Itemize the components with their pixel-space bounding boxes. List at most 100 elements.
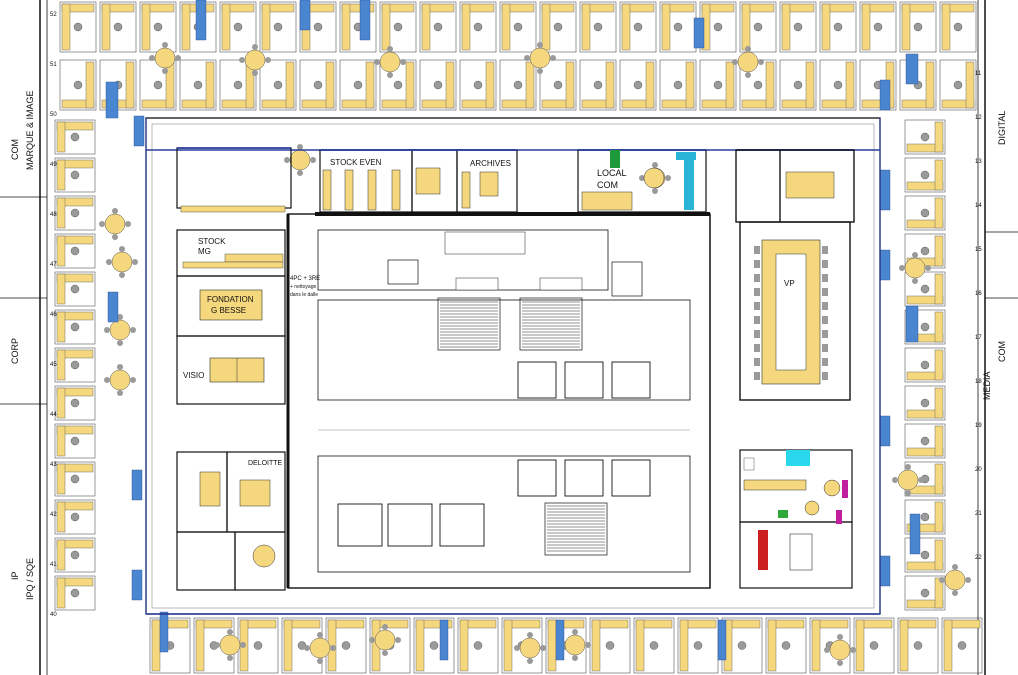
desk [221,3,231,51]
row-number: 43 [50,462,57,468]
round-table [104,314,136,346]
row-number: 22 [975,555,982,561]
desk [765,61,775,109]
chair [781,641,791,650]
desk [325,61,335,109]
desk [485,61,495,109]
round-table [559,629,591,661]
desk [725,61,735,109]
workstation-cell [499,59,537,111]
chair [527,632,533,638]
chair [605,641,615,650]
desk [861,3,871,51]
desk [679,619,689,672]
chair [70,132,80,142]
round-table [304,632,336,664]
blue-cabinets-layer [105,0,921,661]
workstation-cell [904,499,946,535]
chair [754,246,760,254]
chair [265,57,271,63]
chair [833,80,843,90]
chair [132,259,138,265]
chair [175,55,181,61]
filing-cabinet [879,555,891,587]
chair [153,80,163,90]
desk [525,61,535,109]
workstation-cell [939,59,977,111]
chair [527,658,533,664]
filing-cabinet [693,17,705,49]
chair [793,80,803,90]
chair [227,655,233,661]
room-label-com: COM [597,180,618,190]
workstations-layer [54,1,983,674]
workstation-cell [179,59,217,111]
room-label-g-besse: G BESSE [211,306,246,315]
desk [934,121,944,153]
chair [833,22,843,32]
chair [313,22,323,32]
visio-table [209,357,265,383]
workstation-cell [379,1,417,53]
desk [934,159,944,191]
workstation-cell [939,1,977,53]
desk [56,425,66,457]
chair [125,221,131,227]
chair [106,259,112,265]
desk [621,3,631,51]
chair [572,629,578,635]
fondation-table [199,289,263,321]
chair [214,642,220,648]
workstation-cell [819,59,857,111]
chair [905,464,911,470]
desk [855,619,865,672]
chair [130,327,136,333]
chair [119,272,125,278]
chair [70,284,80,294]
chair [673,80,683,90]
chair [869,641,879,650]
workstation-cell [677,617,719,674]
workstation-cell [941,617,983,674]
workstation-cell [633,617,675,674]
chair [822,330,828,338]
workstation-cell [899,1,937,53]
chair [193,80,203,90]
filing-cabinet [879,79,891,111]
chair [957,641,967,650]
chair [473,22,483,32]
workstation-cell [54,347,96,383]
desk [943,619,953,672]
right-upper-table [785,171,835,199]
workstation-cell [539,1,577,53]
chair [387,72,393,78]
workstation-cell [419,59,457,111]
workstation-cell [457,617,499,674]
desk [56,577,66,609]
desk [381,3,391,51]
chair [758,59,764,65]
core-note-2: + nettoyage [290,284,316,290]
filing-cabinet [131,569,143,601]
chair [104,377,110,383]
chair [918,477,924,483]
chair [793,22,803,32]
chair [745,46,751,52]
chair [513,80,523,90]
desk [635,619,645,672]
row-number: 16 [975,291,982,297]
workstation-cell [904,423,946,459]
desk [741,3,751,51]
filing-cabinet [133,115,145,147]
desk [605,61,615,109]
chair [393,80,403,90]
desk [461,3,471,51]
workstation-cell [659,1,697,53]
chair [837,634,843,640]
chair [822,372,828,380]
chair [297,170,303,176]
desk [56,121,66,153]
chair [652,162,658,168]
chair [524,55,530,61]
